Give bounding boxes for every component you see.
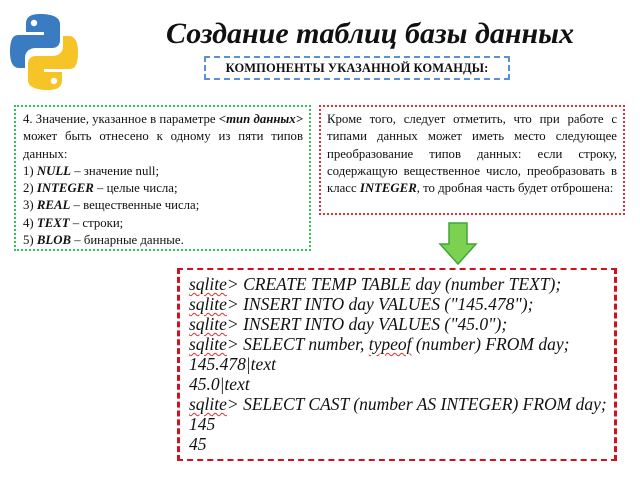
type-num: 3) bbox=[23, 198, 34, 213]
code-output: 45 bbox=[189, 434, 207, 454]
code-prompt: sqlite bbox=[189, 334, 227, 354]
code-output: 145.478|text bbox=[189, 354, 276, 374]
code-function: typeof bbox=[368, 334, 412, 354]
type-name: REAL bbox=[36, 198, 71, 213]
code-text: > SELECT number, bbox=[226, 334, 369, 354]
type-desc: – целые числа; bbox=[93, 181, 178, 196]
type-item-integer: 2) INTEGER – целые числа; bbox=[23, 180, 303, 197]
data-types-panel: 4. Значение, указанное в параметре <тип … bbox=[14, 105, 311, 251]
code-prompt: sqlite bbox=[189, 314, 227, 334]
type-item-text: 4) TEXT – строки; bbox=[23, 215, 303, 232]
code-line: sqlite> SELECT CAST (number AS INTEGER) … bbox=[189, 394, 607, 414]
subtitle-box: КОМПОНЕНТЫ УКАЗАННОЙ КОМАНДЫ: bbox=[204, 56, 510, 80]
down-arrow-icon bbox=[438, 222, 478, 266]
sql-code-block: sqlite> CREATE TEMP TABLE day (number TE… bbox=[177, 268, 617, 461]
code-output: 45.0|text bbox=[189, 374, 250, 394]
type-name: BLOB bbox=[36, 233, 72, 248]
code-text: (number) FROM day; bbox=[411, 334, 570, 354]
code-line: sqlite> INSERT INTO day VALUES ("45.0"); bbox=[189, 314, 606, 334]
type-desc: – значение null; bbox=[71, 163, 160, 178]
code-prompt: sqlite bbox=[189, 294, 227, 314]
type-num: 5) bbox=[23, 233, 34, 248]
conversion-note-panel: Кроме того, следует отметить, что при ра… bbox=[319, 105, 625, 215]
note-text-before: Кроме того, следует отметить, что при ра… bbox=[327, 112, 617, 196]
code-prompt: sqlite bbox=[189, 394, 227, 414]
type-item-real: 3) REAL – вещественные числа; bbox=[23, 197, 303, 214]
type-item-blob: 5) BLOB – бинарные данные. bbox=[23, 232, 303, 249]
type-name: TEXT bbox=[36, 215, 70, 230]
data-types-intro: 4. Значение, указанное в параметре <тип … bbox=[23, 111, 303, 163]
type-name: NULL bbox=[36, 163, 71, 178]
type-num: 1) bbox=[23, 163, 34, 178]
code-text: > INSERT INTO day VALUES ("145.478"); bbox=[226, 294, 534, 314]
python-logo-icon bbox=[10, 14, 78, 90]
code-line: sqlite> INSERT INTO day VALUES ("145.478… bbox=[189, 294, 606, 314]
code-line: sqlite> CREATE TEMP TABLE day (number TE… bbox=[189, 274, 606, 294]
intro-suffix: может быть отнесено к одному из пяти тип… bbox=[23, 129, 303, 161]
type-desc: – бинарные данные. bbox=[71, 233, 184, 248]
type-name: INTEGER bbox=[36, 181, 94, 196]
code-text: > SELECT CAST (number AS INTEGER) FROM d… bbox=[226, 394, 607, 414]
code-prompt: sqlite bbox=[189, 274, 227, 294]
type-desc: – вещественные числа; bbox=[70, 198, 200, 213]
type-num: 2) bbox=[23, 181, 34, 196]
code-line: sqlite> SELECT number, typeof (number) F… bbox=[189, 334, 606, 354]
type-desc: – строки; bbox=[69, 215, 124, 230]
type-num: 4) bbox=[23, 215, 34, 230]
code-text: > INSERT INTO day VALUES ("45.0"); bbox=[226, 314, 508, 334]
note-text-after: , то дробная часть будет отброшена: bbox=[416, 181, 614, 196]
note-keyword: INTEGER bbox=[359, 181, 417, 196]
code-output: 145 bbox=[189, 414, 216, 434]
intro-param: <тип данных> bbox=[218, 112, 303, 126]
intro-prefix: 4. Значение, указанное в параметре bbox=[23, 112, 219, 126]
type-item-null: 1) NULL – значение null; bbox=[23, 163, 303, 180]
page-title: Создание таблиц базы данных bbox=[166, 17, 574, 50]
code-text: > CREATE TEMP TABLE day (number TEXT); bbox=[226, 274, 562, 294]
subtitle-text: КОМПОНЕНТЫ УКАЗАННОЙ КОМАНДЫ: bbox=[225, 61, 489, 75]
